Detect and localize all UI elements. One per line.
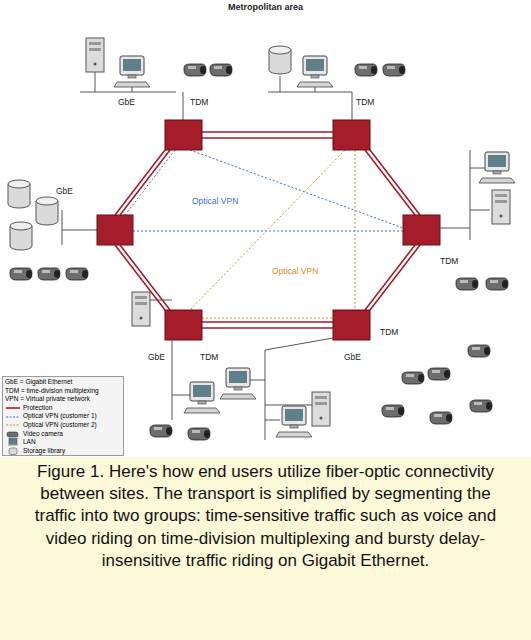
camera-icon [38, 268, 60, 280]
legend-sample [5, 413, 21, 421]
optical-vpn-1 [125, 150, 403, 231]
server-icon [86, 38, 104, 72]
legend-row: Optical VPN (customer 2) [5, 421, 121, 430]
port-label: TDM [356, 97, 374, 107]
legend-row: Video camera [5, 430, 121, 439]
camera-icon [430, 412, 452, 424]
legend-row: LAN [5, 438, 121, 447]
camera-icon [355, 64, 377, 76]
optical-vpn-2 [190, 150, 355, 318]
pc-icon [114, 56, 150, 87]
disk-icon [269, 46, 291, 74]
legend-row: Optical VPN (customer 1) [5, 412, 121, 421]
server-icon [492, 190, 510, 224]
legend-row: Storage library [5, 447, 121, 456]
line-sample [6, 407, 20, 409]
pc-icon [220, 368, 256, 399]
camera-icon [10, 268, 32, 280]
port-label: TDM [200, 352, 218, 362]
legend-text: LAN [23, 438, 36, 447]
camera-icon [150, 425, 172, 437]
diagram-title: Metropolitan area [0, 2, 531, 12]
vpn-label: Optical VPN [192, 196, 238, 206]
legend-row: Protection [5, 404, 121, 413]
legend-text: TDM = time-division multiplexing [5, 387, 99, 396]
legend-text: Optical VPN (customer 2) [23, 421, 97, 430]
lan-wiring [62, 72, 490, 440]
camera-icon [66, 268, 88, 280]
legend-row: TDM = time-division multiplexing [5, 387, 121, 396]
camera-icon [428, 368, 450, 380]
camera-icon [402, 372, 424, 384]
camera-icon [470, 400, 492, 412]
legend-row: GbE = Gigabit Ethernet [5, 378, 121, 387]
port-label: TDM [190, 97, 208, 107]
ring-node [97, 120, 440, 340]
port-label: TDM [440, 256, 458, 266]
pc-icon [297, 56, 333, 87]
camera-icon [188, 428, 210, 440]
pc-sample [8, 445, 18, 446]
disk-icon [36, 197, 58, 225]
legend-text: Storage library [23, 447, 65, 456]
pc-icon [276, 406, 312, 437]
line-sample [6, 416, 20, 417]
camera-icon [456, 278, 478, 290]
pc-icon [479, 152, 515, 183]
camera-icon [184, 64, 206, 76]
legend-sample [5, 447, 21, 455]
port-label: GbE [118, 97, 135, 107]
legend-text: VPN = Virtual private network [5, 395, 90, 404]
camera-icon [486, 278, 508, 290]
legend-text: Optical VPN (customer 1) [23, 412, 97, 421]
pc-sample [9, 439, 17, 445]
legend-text: Protection [23, 404, 52, 413]
disk-icon [8, 180, 30, 208]
line-sample [6, 425, 20, 426]
legend-row: VPN = Virtual private network [5, 395, 121, 404]
legend-text: GbE = Gigabit Ethernet [5, 378, 72, 387]
camera-sample [7, 432, 18, 437]
port-label: GbE [344, 352, 361, 362]
server-icon [132, 292, 150, 326]
camera-icon [382, 405, 404, 417]
legend-box: GbE = Gigabit EthernetTDM = time-divisio… [2, 376, 124, 456]
server-icon [312, 392, 330, 426]
protection-ring [115, 132, 420, 328]
port-label: GbE [56, 186, 73, 196]
legend-text: Video camera [23, 430, 63, 439]
pc-icon [184, 382, 220, 413]
vpn-label: Optical VPN [272, 266, 318, 276]
figure-caption: Figure 1. Here's how end users utilize f… [34, 461, 497, 572]
camera-icon [468, 345, 490, 357]
port-label: TDM [380, 327, 398, 337]
port-label: GbE [148, 352, 165, 362]
legend-sample [5, 430, 21, 438]
legend-sample [5, 438, 21, 446]
legend-sample [5, 404, 21, 412]
camera-icon [383, 64, 405, 76]
legend-sample [5, 421, 21, 429]
camera-icon [210, 64, 232, 76]
disk-sample [9, 448, 17, 455]
disk-icon [10, 222, 32, 250]
